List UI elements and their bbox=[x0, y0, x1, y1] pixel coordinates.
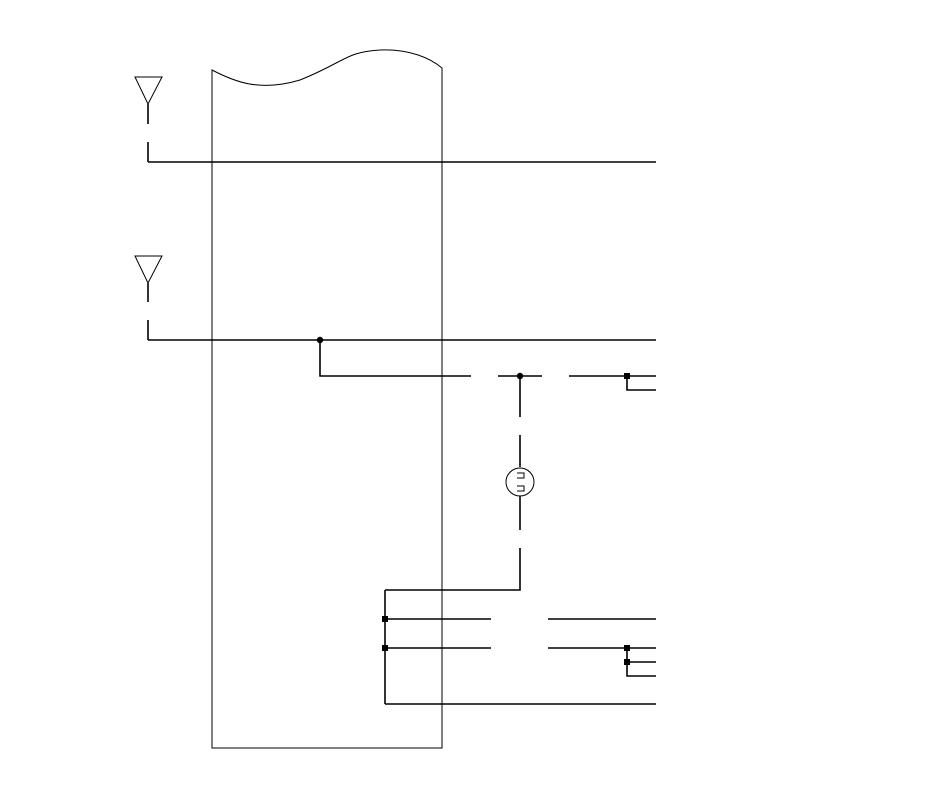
bus-wire-tap bbox=[626, 648, 656, 677]
branch-wire-tap bbox=[626, 376, 656, 391]
drop-wire bbox=[385, 548, 521, 591]
circular-plug-icon bbox=[505, 467, 535, 497]
antenna-1 bbox=[134, 76, 163, 162]
antenna-icon bbox=[134, 255, 163, 285]
plug-connector bbox=[505, 467, 535, 497]
panel-outline bbox=[211, 49, 443, 749]
antenna-icon bbox=[134, 76, 163, 106]
plug-pin-upper bbox=[517, 472, 525, 479]
antenna-2 bbox=[134, 255, 163, 340]
branch-wire bbox=[319, 340, 471, 377]
plug-pin-lower bbox=[517, 485, 525, 492]
